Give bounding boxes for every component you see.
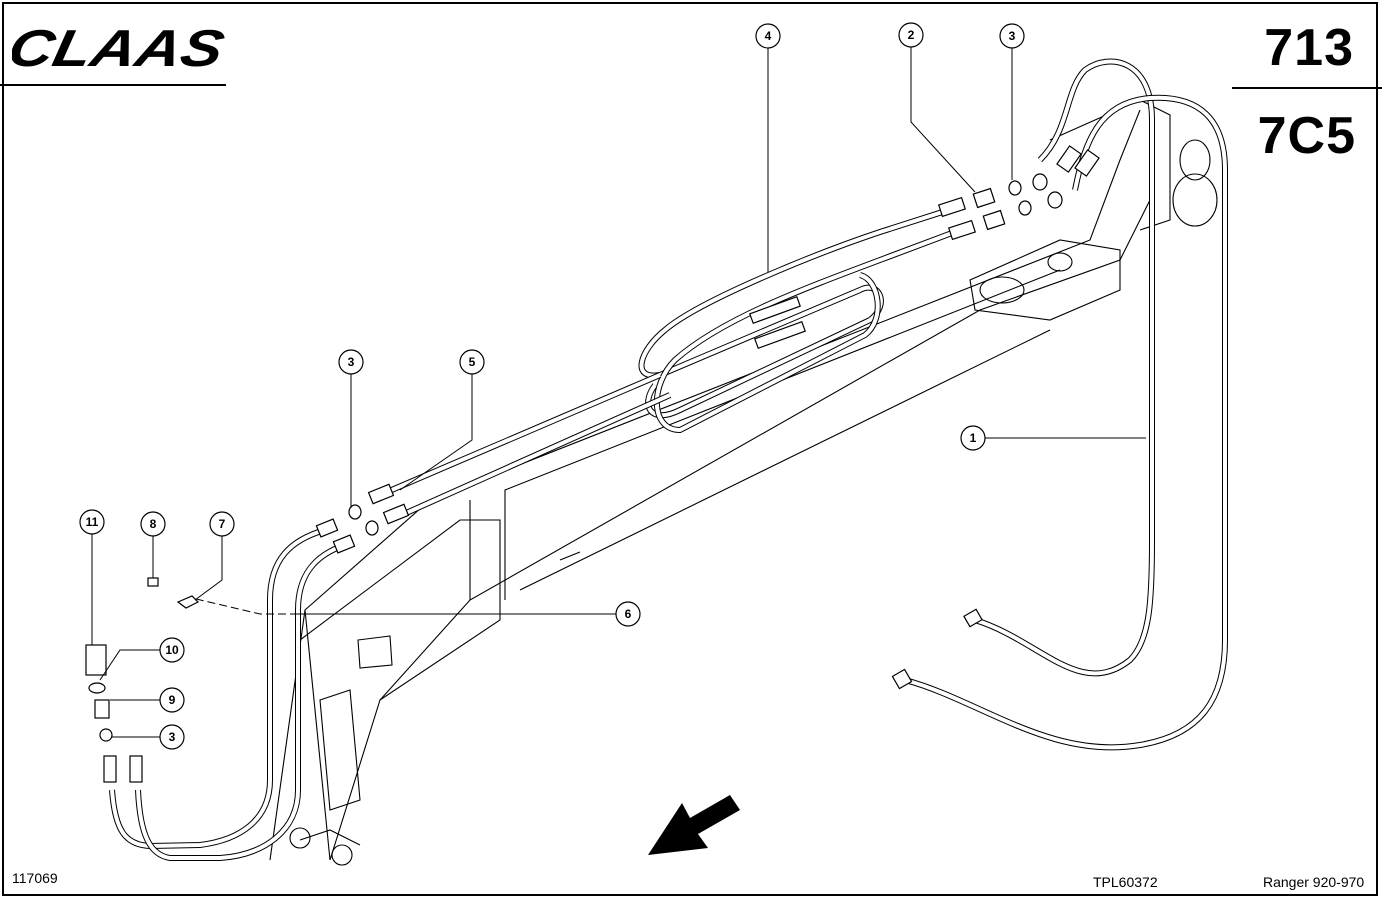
callout-6-label: 6 <box>625 607 632 621</box>
callout-10-label: 10 <box>165 643 179 657</box>
callout-1: 1 <box>960 425 986 451</box>
callout-9: 9 <box>159 687 185 713</box>
callout-3-bottom-label: 3 <box>169 730 176 744</box>
model-range: Ranger 920-970 <box>1263 874 1365 890</box>
callout-4-label: 4 <box>765 29 772 43</box>
callout-7-label: 7 <box>219 517 226 531</box>
hose-fittings <box>85 145 1100 783</box>
callout-11: 11 <box>79 509 105 535</box>
drawing-code: TPL60372 <box>1093 874 1158 890</box>
callout-7: 7 <box>209 511 235 537</box>
callout-11-label: 11 <box>86 515 99 529</box>
direction-arrow <box>648 795 740 855</box>
callout-9-label: 9 <box>169 693 176 707</box>
callout-5-label: 5 <box>469 355 476 369</box>
claas-logo: CLAAS <box>12 20 229 76</box>
hose-4-loop <box>638 205 962 434</box>
callout-8-label: 8 <box>150 517 157 531</box>
callout-8: 8 <box>140 511 166 537</box>
callout-3-top: 3 <box>999 23 1025 49</box>
hose-5 <box>378 372 672 521</box>
callout-2-label: 2 <box>908 28 915 42</box>
sheet-number-divider <box>1232 87 1382 89</box>
callout-3-top-label: 3 <box>1009 29 1016 43</box>
hose-6 <box>109 527 346 861</box>
callout-3-middle: 3 <box>338 349 364 375</box>
image-number: 117069 <box>12 870 58 886</box>
callout-10: 10 <box>159 637 185 663</box>
group-code: 7C5 <box>1257 107 1356 165</box>
callout-4: 4 <box>755 23 781 49</box>
callout-2: 2 <box>898 22 924 48</box>
callout-1-label: 1 <box>970 431 977 445</box>
callout-5: 5 <box>459 349 485 375</box>
callout-3-middle-label: 3 <box>348 355 355 369</box>
callout-6: 6 <box>615 601 641 627</box>
leader-lines <box>91 47 1146 738</box>
hose-1 <box>904 58 1228 751</box>
logo-text: CLAAS <box>12 20 229 76</box>
logo-underline <box>0 84 226 86</box>
sheet-number: 713 <box>1264 19 1354 77</box>
callout-3-bottom: 3 <box>159 724 185 750</box>
